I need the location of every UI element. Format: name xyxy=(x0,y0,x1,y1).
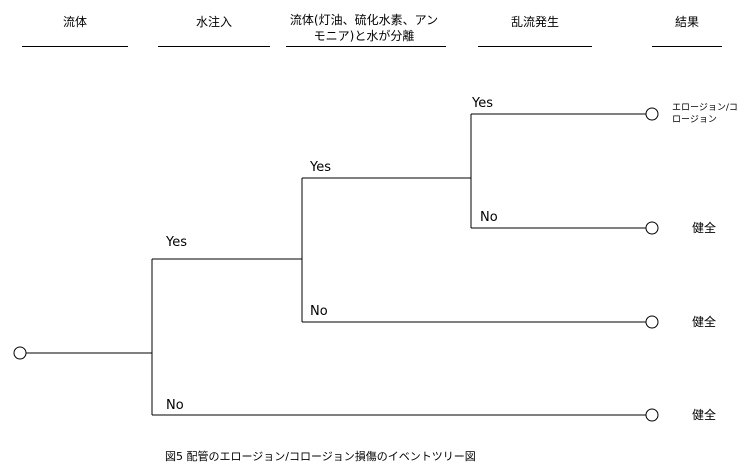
header-underline-turbulence xyxy=(478,46,592,47)
header-underline-result xyxy=(652,46,722,47)
figure-caption: 図5 配管のエロージョン/コロージョン損傷のイベントツリー図 xyxy=(165,450,476,463)
end-node-3 xyxy=(645,315,659,329)
branch-label-no-1: No xyxy=(166,398,184,413)
end-node-4 xyxy=(645,408,659,422)
branch-label-yes-2: Yes xyxy=(310,160,331,175)
outcome-erosion-corrosion: エロージョン/コ ロージョン xyxy=(672,102,738,126)
outcome-erosion-corrosion-line2: ロージョン xyxy=(672,115,717,125)
branch-label-no-3: No xyxy=(480,210,498,225)
outcome-erosion-corrosion-line1: エロージョン/コ xyxy=(672,103,738,113)
end-node-2 xyxy=(645,221,659,235)
header-turbulence: 乱流発生 xyxy=(510,15,559,29)
start-node xyxy=(13,346,27,360)
header-separation-line2: モニア)と水が分離 xyxy=(313,29,415,43)
header-separation: 流体(灯油、硫化水素、アン モニア)と水が分離 xyxy=(284,12,444,44)
header-fluid: 流体 xyxy=(62,15,87,29)
header-underline-fluid xyxy=(22,46,128,47)
branch-label-no-2: No xyxy=(310,304,328,319)
outcome-sound-1: 健全 xyxy=(692,221,717,235)
header-water-injection: 水注入 xyxy=(195,15,232,29)
outcome-sound-3: 健全 xyxy=(692,408,717,422)
branch-label-yes-1: Yes xyxy=(166,235,187,250)
header-separation-line1: 流体(灯油、硫化水素、アン xyxy=(289,13,439,27)
header-underline-water-injection xyxy=(158,46,270,47)
outcome-sound-2: 健全 xyxy=(692,315,717,329)
header-result: 結果 xyxy=(674,15,699,29)
end-node-1 xyxy=(645,107,659,121)
branch-label-yes-3: Yes xyxy=(472,96,493,111)
header-underline-separation xyxy=(286,46,446,47)
